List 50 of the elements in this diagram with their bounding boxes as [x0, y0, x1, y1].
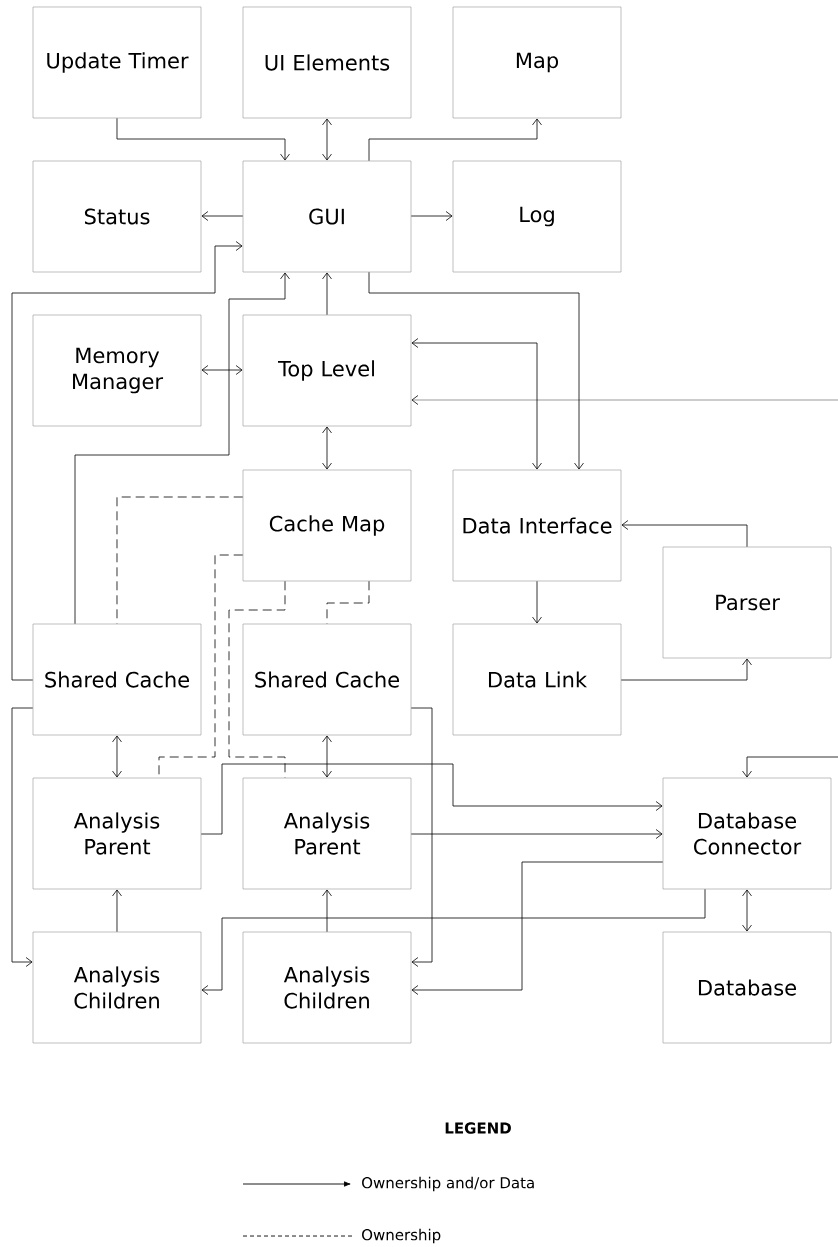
- arrow: [116, 117, 290, 161]
- process-box: Top Level: [242, 314, 412, 427]
- arrow: [112, 735, 122, 778]
- arrow: [620, 658, 752, 681]
- arrow: [201, 211, 244, 221]
- process-box: Memory Manager: [32, 314, 202, 427]
- process-box: Data Interface: [452, 469, 622, 582]
- legend-text: Ownership and/or Data: [362, 1176, 534, 1192]
- process-box: Status: [32, 160, 202, 273]
- arrow: [11, 707, 34, 967]
- arrow: [742, 756, 838, 778]
- arrow: [74, 272, 290, 625]
- legend-text: Ownership: [362, 1228, 441, 1244]
- process-box: Log: [452, 160, 622, 273]
- arrow: [322, 735, 332, 778]
- arrow: [322, 889, 332, 933]
- process-box: Parser: [662, 546, 832, 659]
- arrow: [411, 338, 542, 470]
- arrow: [201, 888, 706, 995]
- arrow: [410, 829, 663, 839]
- process-box: Shared Cache: [242, 623, 412, 736]
- arrow: [200, 763, 663, 835]
- arrow: [201, 365, 243, 375]
- arrow: [368, 271, 584, 470]
- process-box: Update Timer: [32, 6, 202, 119]
- arrow: [322, 272, 332, 316]
- process-box: Shared Cache: [32, 623, 202, 736]
- process-box: Data Link: [452, 623, 622, 736]
- arrow: [532, 580, 542, 624]
- process-box: Analysis Children: [32, 931, 202, 1044]
- process-box: Database Connector: [662, 777, 832, 890]
- process-box: Map: [452, 6, 622, 119]
- arrow: [742, 889, 752, 932]
- arrow: [11, 241, 243, 681]
- process-box: UI Elements: [242, 6, 412, 119]
- arrow: [322, 426, 332, 470]
- arrow: [410, 211, 453, 221]
- process-box: Cache Map: [242, 469, 412, 582]
- arrow: [368, 118, 542, 162]
- process-box: Analysis Parent: [32, 777, 202, 890]
- arrow: [322, 118, 332, 161]
- arrow: [621, 520, 748, 548]
- process-box: Analysis Children: [242, 931, 412, 1044]
- arrow: [411, 861, 664, 995]
- arrow: [112, 889, 122, 933]
- process-box: Database: [662, 931, 832, 1044]
- process-box: GUI: [242, 160, 412, 273]
- process-box: Analysis Parent: [242, 777, 412, 890]
- arrow: [410, 707, 433, 967]
- legend-heading: LEGEND: [445, 1122, 511, 1134]
